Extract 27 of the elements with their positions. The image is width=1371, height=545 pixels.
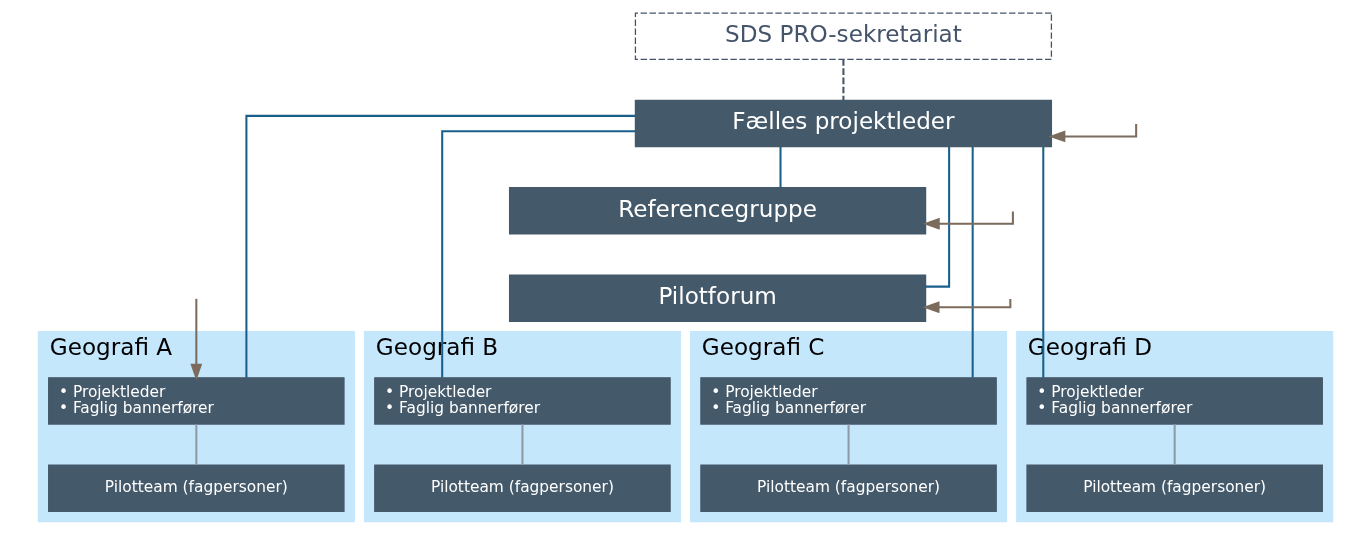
node-box: • Projektleder • Faglig bannerfører	[700, 377, 997, 425]
node-box: Pilotforum	[508, 274, 927, 322]
arrow	[922, 211, 1014, 230]
node-box: Referencegruppe	[508, 187, 927, 235]
node-box: Pilotteam (fagpersoner)	[48, 464, 345, 512]
node-box: Pilotteam (fagpersoner)	[1026, 464, 1323, 512]
connector	[779, 146, 782, 188]
arrow	[190, 298, 203, 381]
connector	[925, 146, 951, 288]
connector	[971, 147, 974, 378]
connector	[842, 59, 845, 101]
connector	[847, 424, 850, 465]
node-box: • Projektleder • Faglig bannerfører	[1026, 377, 1323, 425]
connector	[1173, 424, 1176, 465]
arrow	[1048, 124, 1138, 143]
connector	[195, 424, 198, 465]
node-box: • Projektleder • Faglig bannerfører	[48, 377, 345, 425]
connector	[521, 424, 524, 465]
connector	[1042, 147, 1045, 378]
node-box: SDS PRO-sekretariat	[634, 12, 1053, 60]
node-box: • Projektleder • Faglig bannerfører	[374, 377, 671, 425]
connector	[245, 114, 636, 378]
node-box: Pilotteam (fagpersoner)	[374, 464, 671, 512]
arrow	[922, 299, 1012, 314]
node-box: Fælles projektleder	[634, 99, 1053, 148]
node-box: Pilotteam (fagpersoner)	[700, 464, 997, 512]
connector	[441, 130, 636, 378]
